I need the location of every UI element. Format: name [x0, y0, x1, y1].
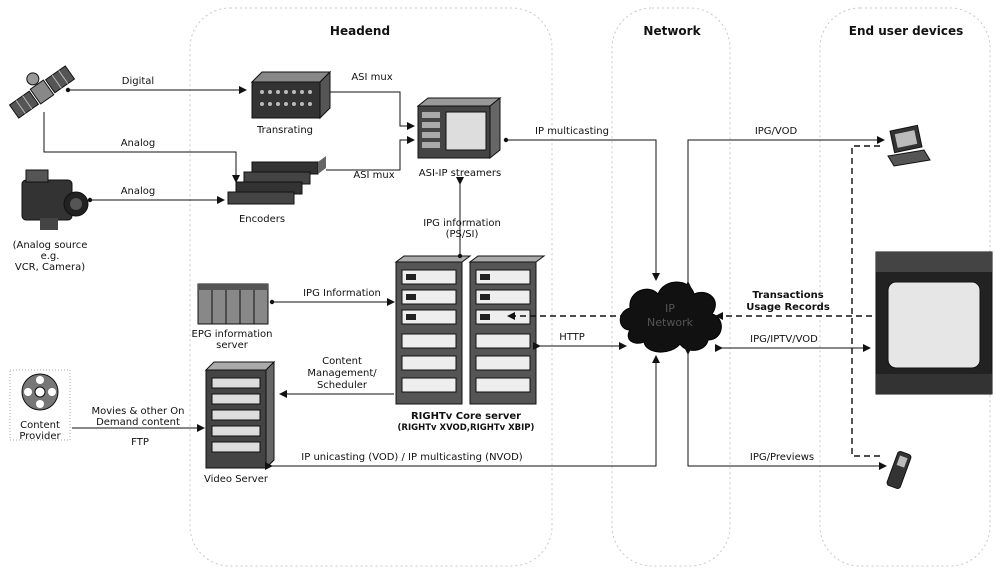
- transactions-label: Transactions: [752, 290, 823, 301]
- headend-panel: [189, 7, 553, 567]
- tv-icon: [875, 251, 993, 395]
- asi-ip-streamer-device: [416, 96, 502, 160]
- asi-mux-label-bottom: ASI mux: [353, 170, 394, 181]
- headend-heading: Headend: [330, 24, 390, 38]
- ipg-info-top-label-2: (PS/SI): [446, 229, 479, 240]
- content-provider-label: Content: [20, 420, 60, 431]
- camcorder-icon: [21, 169, 89, 230]
- ipg-previews-label: IPG/Previews: [750, 452, 814, 463]
- content-management-label-2: Management/: [307, 368, 377, 379]
- transrating-label: Transrating: [256, 125, 313, 136]
- asi-mux-label-top: ASI mux: [351, 72, 392, 83]
- ipg-vod-label: IPG/VOD: [755, 126, 798, 137]
- satellite-icon: [8, 65, 76, 119]
- analog-label-bottom: Analog: [121, 186, 156, 197]
- ipg-iptv-vod-label: IPG/IPTV/VOD: [750, 334, 818, 345]
- mobile-phone-icon: [886, 451, 912, 489]
- analog-source-label-2: e.g.: [41, 251, 60, 262]
- network-panel: [611, 7, 731, 567]
- transrater-device: [250, 70, 332, 120]
- content-management-label: Content: [322, 356, 362, 367]
- movies-label-2: Demand content: [96, 417, 180, 428]
- ipg-info-top-label: IPG information: [423, 218, 501, 229]
- transaction-dashed-lines: [507, 145, 880, 457]
- epg-server-label-2: server: [216, 340, 249, 351]
- usage-records-label: Usage Records: [746, 302, 830, 313]
- analog-source-label-3: VCR, Camera): [15, 262, 85, 273]
- end-user-heading: End user devices: [849, 24, 964, 38]
- network-heading: Network: [643, 24, 701, 38]
- http-label: HTTP: [559, 332, 585, 343]
- ipg-information-label: IPG Information: [303, 288, 381, 299]
- epg-server-label: EPG information: [192, 329, 273, 340]
- encoder-stack: [227, 156, 326, 205]
- epg-server-rack: [197, 283, 269, 325]
- ip-network-label: IP: [665, 302, 675, 315]
- connectors: [43, 86, 887, 470]
- ip-network-cloud: [619, 281, 722, 353]
- asi-ip-streamers-label: ASI-IP streamers: [419, 168, 501, 179]
- ip-multicasting-label: IP multicasting: [535, 126, 609, 137]
- video-server-tower: [204, 360, 276, 470]
- digital-label: Digital: [122, 76, 154, 87]
- movies-label: Movies & other On: [92, 406, 185, 417]
- core-server-label: RIGHTv Core server: [411, 411, 521, 422]
- ip-unicasting-label: IP unicasting (VOD) / IP multicasting (N…: [301, 452, 523, 463]
- core-server-label-2: (RIGHTv XVOD,RIGHTv XBIP): [398, 423, 535, 433]
- analog-label-top: Analog: [121, 138, 156, 149]
- content-management-label-3: Scheduler: [317, 380, 368, 391]
- content-provider-label-2: Provider: [19, 431, 61, 442]
- pc-icon: [887, 124, 931, 167]
- encoders-label: Encoders: [239, 214, 285, 225]
- film-reel-icon: [9, 369, 71, 441]
- core-server-rack: [394, 255, 546, 405]
- video-server-label: Video Server: [204, 474, 269, 485]
- analog-source-label: (Analog source: [13, 240, 88, 251]
- ftp-label: FTP: [131, 437, 149, 448]
- ip-network-label-2: Network: [647, 316, 694, 329]
